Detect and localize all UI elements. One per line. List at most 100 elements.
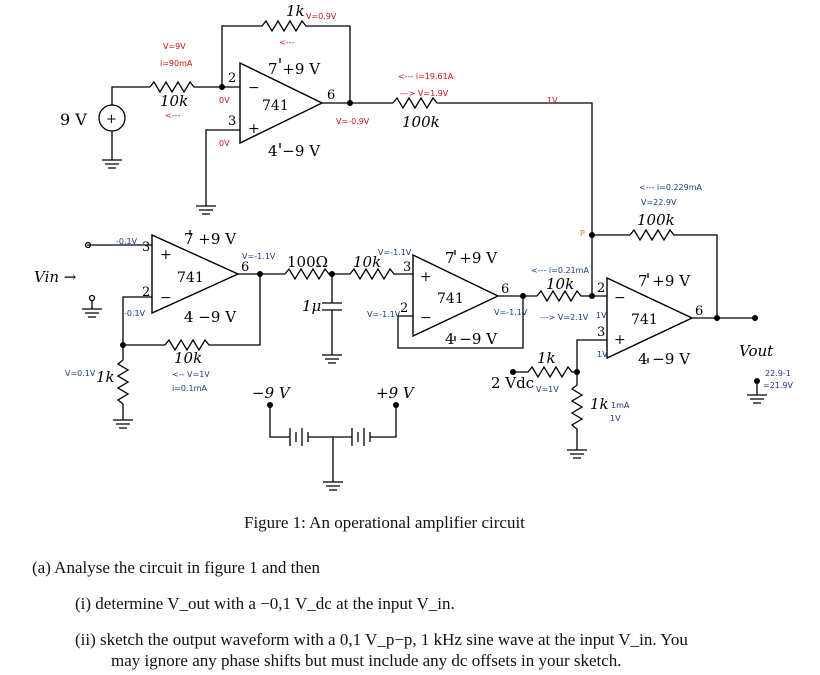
resistor-100k-to-p — [392, 96, 593, 235]
op4-supply-plus: 7 +9 V — [638, 272, 691, 290]
ground-symbol — [747, 384, 767, 404]
resistor-10k-mid — [349, 267, 413, 281]
note-p: P — [580, 229, 585, 238]
label-r1k-op4: 1k — [590, 395, 609, 413]
label-r100ohm: 100Ω — [287, 253, 328, 271]
note-out-2: =21.9V — [763, 381, 794, 390]
note-arrow-top: <--- — [279, 38, 294, 47]
pin-2-op3: 2 — [400, 301, 408, 316]
wire-source-to-r10k — [111, 86, 150, 105]
op2-name: 741 — [177, 270, 204, 286]
ground-symbol — [82, 301, 102, 318]
opamp-1 — [239, 61, 324, 145]
note-neg0.1-in: -0.1V — [116, 237, 138, 246]
pin-3-op1: 3 — [228, 114, 236, 129]
pin-2-op2: 2 — [142, 285, 150, 300]
pin-2-op4: 2 — [597, 281, 605, 296]
note-i-0.229: <--- i=0.229mA — [639, 183, 703, 192]
note-v-1.9: ---> V=1.9V — [400, 89, 449, 98]
resistor-1k-op2 — [116, 345, 130, 420]
label-cap: 1μ — [302, 297, 321, 315]
note-i-0.1: i=0.1mA — [172, 384, 207, 393]
label-r10k-op2-fb: 10k — [174, 349, 202, 367]
figure-caption: Figure 1: An operational amplifier circu… — [244, 513, 525, 532]
junction-dot — [714, 315, 720, 321]
note-i-19.61: <--- i=19.61A — [398, 72, 454, 81]
source-plus-sign: + — [106, 112, 117, 127]
vdc-terminal — [510, 369, 516, 375]
ground-symbol — [196, 205, 216, 215]
resistor-1k-feedback — [261, 19, 351, 103]
note-1v-c: 1V — [597, 350, 608, 359]
label-r1k-top: 1k — [286, 2, 305, 20]
label-vin: Vin → — [34, 268, 77, 286]
label-pos9: +9 V — [376, 384, 416, 402]
junction-dot — [257, 271, 263, 277]
note-v9: V=9V — [163, 42, 186, 51]
note-i-0.21: <--- i=0.21mA — [531, 266, 589, 275]
question-part-i: (i) determine V_out with a −0,1 V_dc at … — [75, 594, 455, 613]
note-arrow-v1: <-- V=1V — [172, 370, 210, 379]
pin-6-op2: 6 — [241, 260, 249, 275]
note-v-0.1: V=0.1V — [65, 369, 96, 378]
question-part-ii-line2: may ignore any phase shifts but must inc… — [111, 651, 622, 670]
label-r10k-op4-input: 10k — [546, 275, 574, 293]
ground-symbol — [102, 159, 122, 169]
capacitor-1u — [322, 274, 342, 355]
label-r100k-out: 100k — [402, 113, 440, 131]
label-r10k-input: 10k — [160, 92, 188, 110]
opamp-2 — [151, 233, 240, 315]
opamp-4 — [606, 276, 694, 360]
label-r1k-op2: 1k — [96, 368, 115, 386]
note-1v-top: 1V — [547, 96, 558, 105]
note-v-2.1: ---> V=2.1V — [540, 313, 589, 322]
ground-symbol — [567, 449, 587, 459]
note-v-neg1.1-d: V=-1.1V — [494, 308, 528, 317]
wire-feedback-left — [221, 25, 262, 87]
resistor-1k-op4-ground — [570, 372, 584, 450]
pin-6-op4: 6 — [695, 304, 703, 319]
op4-name: 741 — [631, 312, 658, 328]
note-1v-d: 1V — [610, 414, 621, 423]
note-0v-a: 0V — [219, 96, 230, 105]
op4-plus-sign: + — [614, 332, 626, 348]
op4-supply-minus: 4 −9 V — [638, 350, 691, 368]
wire-op3-feedback — [397, 296, 524, 349]
resistor-10k-input — [149, 80, 222, 94]
resistor-1k-vdc — [513, 365, 577, 379]
wire-op1-plus-ground — [205, 129, 240, 206]
note-v-neg1.1-c: V=-1.1V — [367, 310, 401, 319]
op4-minus-sign: − — [614, 290, 626, 306]
note-v-neg0.9: V=-0.9V — [336, 117, 370, 126]
note-1v-b: 1V — [596, 311, 607, 320]
note-v-neg1.1-b: V=-1.1V — [378, 248, 412, 257]
question-part-a: (a) Analyse the circuit in figure 1 and … — [32, 558, 320, 577]
note-i90: i=90mA — [160, 59, 193, 68]
resistor-10k-op2-feedback — [164, 274, 261, 352]
op1-supply-minus: 4 −9 V — [268, 142, 321, 160]
pin-3-op4: 3 — [597, 325, 605, 340]
label-vdc: 2 Vdc — [491, 374, 534, 392]
note-v-22.9: V=22.9V — [641, 198, 677, 207]
resistor-100k-feedback — [629, 228, 718, 318]
op2-supply-minus: 4 −9 V — [184, 308, 237, 326]
label-9v-source: 9 V — [60, 110, 87, 129]
pin-2-op1: 2 — [228, 71, 236, 86]
battery-supply — [269, 405, 397, 482]
resistor-10k-op4-input — [536, 289, 607, 303]
op2-supply-plus: 7 +9 V — [184, 230, 237, 248]
note-neg0.1-pin2: -0.1V — [124, 309, 146, 318]
note-arrow-left: <--- — [165, 111, 180, 120]
pin-3-op2: 3 — [142, 240, 150, 255]
ground-symbol — [323, 481, 343, 491]
ground-symbol — [113, 419, 133, 429]
note-out-1: 22.9-1 — [765, 369, 791, 378]
note-0v-b: 0V — [219, 139, 230, 148]
vout-terminal — [752, 315, 758, 321]
op1-plus-sign: + — [248, 121, 260, 137]
label-r10k-mid: 10k — [353, 253, 381, 271]
pin-6-op1: 6 — [327, 88, 335, 103]
pin-3-op3: 3 — [403, 260, 411, 275]
op2-plus-sign: + — [160, 247, 172, 263]
